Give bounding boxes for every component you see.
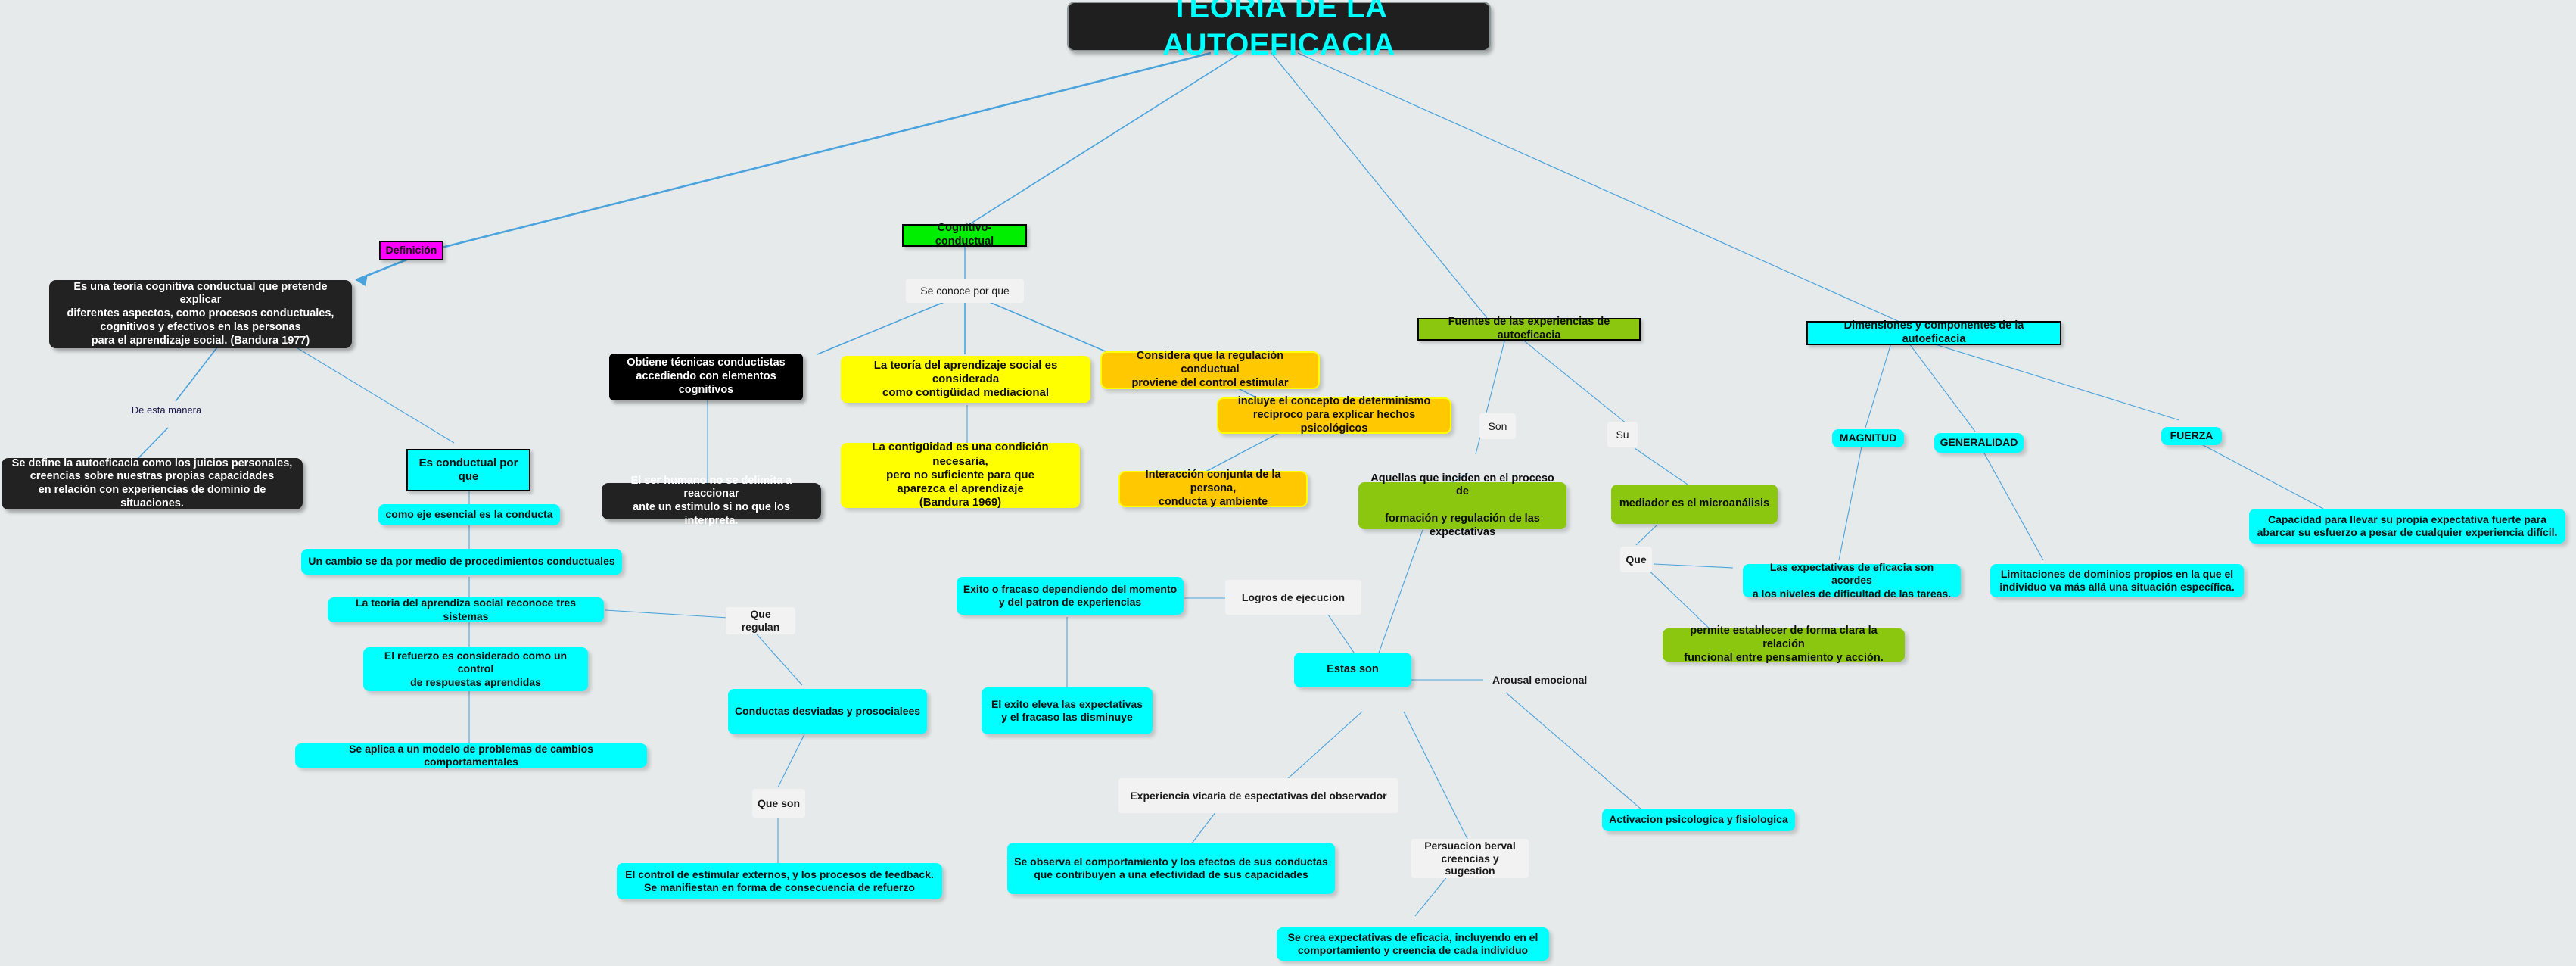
node-eje-esencial-conducta[interactable]: como eje esencial es la conducta bbox=[378, 504, 560, 525]
node-ser-humano-interpreta[interactable]: El ser humano no se delimita a reacciona… bbox=[602, 475, 821, 527]
node-generalidad[interactable]: GENERALIDAD bbox=[1934, 433, 2024, 453]
node-refuerzo-control[interactable]: El refuerzo es considerado como un contr… bbox=[363, 647, 588, 691]
node-control-estimular-externos[interactable]: El control de estimular externos, y los … bbox=[617, 863, 942, 899]
node-exito-eleva-expectativas[interactable]: El exito eleva las expectativas y el fra… bbox=[982, 687, 1153, 734]
node-permite-establecer[interactable]: permite establecer de forma clara la rel… bbox=[1663, 625, 1905, 664]
label-persuacion-berval: Persuacion berval creencias y sugestion bbox=[1411, 839, 1529, 878]
node-estas-son[interactable]: Estas son bbox=[1294, 653, 1411, 687]
node-mediador-microanalisis[interactable]: mediador es el microanálisis bbox=[1611, 485, 1778, 524]
node-cognitivo-conductual[interactable]: Cognitivo- conductual bbox=[902, 222, 1027, 248]
map-title: TEORÍA DE LA AUTOEFICACIA bbox=[1067, 0, 1491, 61]
node-tecnicas-conductistas[interactable]: Obtiene técnicas conductistas accediendo… bbox=[609, 354, 803, 400]
node-teoria-aprendizaje-social[interactable]: La teoría del aprendizaje social es cons… bbox=[841, 356, 1090, 403]
node-se-observa-comportamiento[interactable]: Se observa el comportamiento y los efect… bbox=[1007, 843, 1335, 894]
node-interaccion-conjunta[interactable]: Interacción conjunta de la persona, cond… bbox=[1118, 469, 1308, 508]
node-tres-sistemas[interactable]: La teoria del aprendiza social reconoce … bbox=[328, 597, 604, 622]
node-fuentes-experiencias[interactable]: Fuentes de las experiencias de autoefica… bbox=[1417, 316, 1641, 341]
label-de-esta-manera: De esta manera bbox=[131, 404, 202, 416]
label-se-conoce-por-que: Se conoce por que bbox=[906, 279, 1024, 303]
node-modelo-problemas[interactable]: Se aplica a un modelo de problemas de ca… bbox=[295, 743, 647, 768]
node-contiguidad-condicion[interactable]: La contigüidad es una condición necesari… bbox=[841, 441, 1080, 509]
label-su: Su bbox=[1607, 422, 1638, 447]
node-se-define-autoeficacia[interactable]: Se define la autoeficacia como los juici… bbox=[2, 457, 303, 509]
node-cambio-procedimientos[interactable]: Un cambio se da por medio de procedimien… bbox=[301, 549, 622, 575]
node-activacion-psicologica[interactable]: Activacion psicologica y fisiologica bbox=[1602, 809, 1795, 831]
node-dimensiones-componentes[interactable]: Dimensiones y componentes de la autoefic… bbox=[1806, 319, 2061, 345]
node-expectativas-acordes[interactable]: Las expectativas de eficacia son acordes… bbox=[1743, 561, 1961, 600]
node-es-conductual-por-que[interactable]: Es conductual por que bbox=[406, 449, 530, 491]
label-que: Que bbox=[1620, 547, 1652, 572]
node-regulacion-conductual[interactable]: Considera que la regulación conductual p… bbox=[1100, 350, 1320, 389]
node-se-crea-expectativas[interactable]: Se crea expectativas de eficacia, incluy… bbox=[1277, 927, 1549, 961]
node-magnitud[interactable]: MAGNITUD bbox=[1832, 429, 1904, 447]
label-arousal-emocional: Arousal emocional bbox=[1492, 673, 1588, 686]
node-aquellas-inciden[interactable]: Aquellas que inciden en el proceso de fo… bbox=[1358, 472, 1566, 538]
node-limitaciones-dominios[interactable]: Limitaciones de dominios propios en la q… bbox=[1990, 564, 2244, 597]
label-son: Son bbox=[1479, 413, 1516, 439]
node-capacidad-expectativa-fuerte[interactable]: Capacidad para llevar su propia expectat… bbox=[2249, 509, 2565, 544]
node-determinismo-reciproco[interactable]: incluye el concepto de determinismo reci… bbox=[1217, 395, 1451, 435]
label-que-son: Que son bbox=[752, 789, 805, 818]
label-experiencia-vicaria: Experiencia vicaria de espectativas del … bbox=[1118, 778, 1398, 813]
node-conductas-desviadas[interactable]: Conductas desviadas y prosocialees bbox=[728, 689, 927, 734]
node-fuerza[interactable]: FUERZA bbox=[2161, 427, 2222, 445]
node-definicion[interactable]: Definición bbox=[379, 241, 443, 260]
label-logros-de-ejecucion: Logros de ejecucion bbox=[1225, 580, 1361, 615]
node-exito-fracaso-momento[interactable]: Exito o fracaso dependiendo del momento … bbox=[957, 577, 1184, 615]
node-definicion-principal[interactable]: Es una teoría cognitiva conductual que p… bbox=[49, 280, 352, 348]
label-que-regulan: Que regulan bbox=[726, 607, 795, 634]
